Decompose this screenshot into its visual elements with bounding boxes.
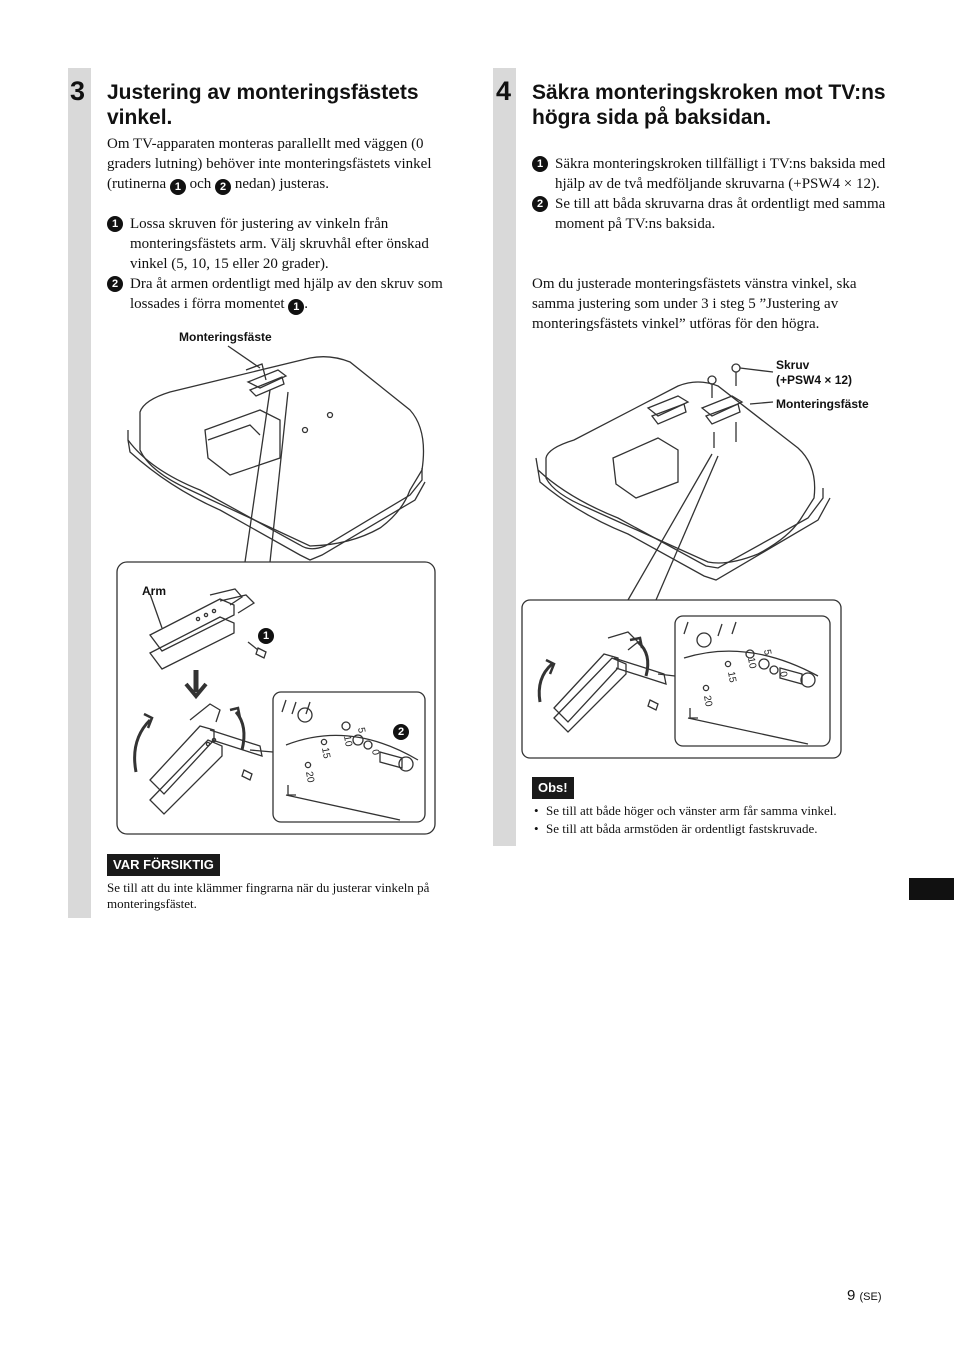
step-3-2-text-b: . xyxy=(304,296,309,312)
list-item: Se till att båda armstöden är ordentligt… xyxy=(532,820,892,838)
label-bracket-left: Monteringsfäste xyxy=(179,330,272,344)
label-screw: Skruv xyxy=(776,358,810,372)
intro-text-c: nedan) justeras. xyxy=(231,176,329,192)
angle-15: 15 xyxy=(319,747,332,760)
page-number: 9 (SE) xyxy=(847,1287,882,1304)
step-marker-1: 1 xyxy=(107,216,123,232)
caution-badge: VAR FÖRSIKTIG xyxy=(107,854,220,876)
step-marker-2: 2 xyxy=(532,196,548,212)
label-bracket-right: Monteringsfäste xyxy=(776,397,869,411)
obs-list: Se till att både höger och vänster arm f… xyxy=(532,802,892,838)
step-3-2-text-a: Dra åt armen ordentligt med hjälp av den… xyxy=(130,276,443,312)
angle-15: 15 xyxy=(725,671,738,684)
step-3-list: 1 Lossa skruven för justering av vinkeln… xyxy=(107,214,462,315)
label-screw-spec: (+PSW4 × 12) xyxy=(776,373,853,387)
obs-badge: Obs! xyxy=(532,777,574,799)
list-item: 2 Se till att båda skruvarna dras åt ord… xyxy=(532,194,887,234)
intro-text-b: och xyxy=(185,176,216,192)
tv-back-illustration-right: 0 5 10 15 20 xyxy=(521,363,842,759)
step-4-heading: Säkra monteringskroken mot TV:ns högra s… xyxy=(532,81,886,129)
angle-10: 10 xyxy=(745,657,758,670)
step-4-2-text: Se till att båda skruvarna dras åt orden… xyxy=(555,196,886,232)
step-3-intro: Om TV-apparaten monteras parallellt med … xyxy=(107,134,462,195)
angle-20: 20 xyxy=(701,695,714,708)
page-number-value: 9 xyxy=(847,1287,856,1304)
angle-20: 20 xyxy=(303,771,316,784)
label-arm: Arm xyxy=(142,584,167,598)
step-4-number: 4 xyxy=(496,76,512,106)
list-item: 1 Säkra monteringskroken tillfälligt i T… xyxy=(532,154,887,194)
step-4-note: Om du justerade monteringsfästets vänstr… xyxy=(532,276,857,332)
list-item: 1 Lossa skruven för justering av vinkeln… xyxy=(107,214,462,274)
step-marker-1-inline: 1 xyxy=(288,299,305,315)
page-number-suffix: (SE) xyxy=(859,1291,882,1303)
list-item: Se till att både höger och vänster arm f… xyxy=(532,802,892,820)
step-marker-1: 1 xyxy=(169,179,186,195)
caution-text: Se till att du inte klämmer fingrarna nä… xyxy=(107,880,430,911)
angle-0: 0 xyxy=(777,671,789,679)
list-item: 2 Dra åt armen ordentligt med hjälp av d… xyxy=(107,274,462,315)
step-3-heading: Justering av monteringsfästets vinkel. xyxy=(107,81,419,129)
step-3-sidebar xyxy=(68,68,91,918)
step-4-list: 1 Säkra monteringskroken tillfälligt i T… xyxy=(532,154,887,234)
angle-5: 5 xyxy=(761,649,773,657)
section-tab-marker xyxy=(909,878,954,900)
step-marker-2: 2 xyxy=(107,276,123,292)
angle-5: 5 xyxy=(355,727,367,735)
step-3-1-text: Lossa skruven för justering av vinkeln f… xyxy=(130,216,429,272)
step-3-number: 3 xyxy=(70,76,86,106)
step-4-1-text: Säkra monteringskroken tillfälligt i TV:… xyxy=(555,156,886,192)
intro-text-a: Om TV-apparaten monteras parallellt med … xyxy=(107,136,432,192)
callout-1-icon: 1 xyxy=(258,628,274,644)
step-4-sidebar xyxy=(493,68,516,846)
callout-2-icon: 2 xyxy=(393,724,409,740)
step-marker-2: 2 xyxy=(215,179,232,195)
angle-0: 0 xyxy=(369,749,381,757)
step-marker-1: 1 xyxy=(532,156,548,172)
tv-back-illustration-left: 0 5 10 15 20 xyxy=(116,345,436,835)
angle-10: 10 xyxy=(341,735,354,748)
